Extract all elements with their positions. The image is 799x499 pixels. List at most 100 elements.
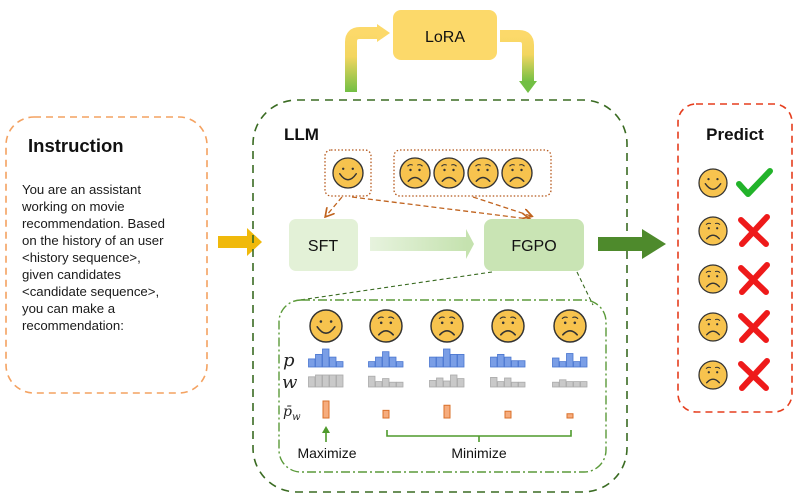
p-bar <box>315 353 323 368</box>
sad-face-icon <box>698 264 728 294</box>
w-bar <box>497 381 505 388</box>
p-bar <box>511 360 519 368</box>
pw-bar <box>566 413 574 419</box>
w-bar <box>559 379 567 388</box>
p-bar <box>457 353 465 368</box>
instruction-line: working on movie <box>22 199 125 214</box>
instruction-line: given candidates <box>22 267 121 282</box>
p-bar <box>389 356 397 368</box>
w-bar <box>443 380 451 388</box>
maximize-arrow <box>322 426 330 442</box>
w-bar <box>552 381 560 388</box>
p-bar <box>559 361 567 368</box>
p-bar <box>580 356 588 368</box>
w-bar <box>490 376 498 388</box>
predict-box <box>677 103 793 413</box>
p-bar <box>490 356 498 368</box>
w-bar <box>566 381 574 388</box>
p-bar <box>322 348 330 368</box>
p-bar <box>436 356 444 368</box>
p-bar <box>566 353 574 368</box>
sft-box <box>289 219 358 271</box>
w-bar <box>336 374 344 388</box>
instruction-text: You are an assistant working on movie re… <box>22 181 202 334</box>
smile-face-icon <box>698 168 728 198</box>
predict-title: Predict <box>706 125 764 144</box>
positive-to-fgpo-link <box>351 196 529 219</box>
w-bar <box>308 376 316 388</box>
w-bar <box>580 381 588 388</box>
p-bar <box>552 357 560 368</box>
p-bar <box>443 348 451 368</box>
p-bar <box>497 353 505 368</box>
sad-face-icon <box>369 309 403 343</box>
pw-bar <box>504 410 512 419</box>
predict-row <box>698 358 770 391</box>
instruction-title: Instruction <box>28 135 124 156</box>
w-bar <box>382 378 390 388</box>
sad-face-icon <box>698 360 728 390</box>
w-bar <box>511 381 519 388</box>
w-bar <box>573 381 581 388</box>
candidate-column <box>429 309 465 419</box>
minimize-label: Minimize <box>451 445 506 461</box>
input-arrow <box>218 228 262 256</box>
cross-icon <box>738 310 770 343</box>
row-label-p: p <box>283 350 295 371</box>
lora-box <box>393 10 497 60</box>
w-bar <box>329 374 337 388</box>
candidate-column <box>490 309 526 419</box>
row-label-pw: p̄w <box>283 404 301 423</box>
fgpo-box <box>484 219 584 271</box>
smile-face-icon <box>309 309 343 343</box>
sad-face-icon <box>501 157 533 189</box>
w-bar <box>518 381 526 388</box>
lora-in-arrow <box>345 24 390 92</box>
instruction-line: on the history of an user <box>22 233 164 248</box>
output-arrow <box>598 229 666 259</box>
fgpo-detail-panel <box>278 299 607 473</box>
candidate-column <box>552 309 588 419</box>
negative-to-fgpo-link <box>472 196 531 216</box>
llm-box <box>252 99 628 493</box>
pw-bar <box>382 409 390 419</box>
w-bar <box>457 378 465 388</box>
instruction-line: You are an assistant <box>22 182 142 197</box>
candidate-column <box>368 309 404 419</box>
p-bar <box>518 360 526 368</box>
w-bar <box>322 374 330 388</box>
pw-bar <box>322 400 330 419</box>
w-bar <box>315 374 323 388</box>
w-bar <box>429 379 437 388</box>
instruction-box <box>5 116 208 394</box>
candidate-column <box>308 309 344 419</box>
lora-out-arrow <box>500 30 537 93</box>
instruction-line: <candidate sequence>, <box>22 284 160 299</box>
predict-row <box>698 310 770 343</box>
sft-to-fgpo-arrow <box>370 229 474 259</box>
predict-row <box>698 262 770 295</box>
pw-bar <box>443 404 451 419</box>
sad-face-icon <box>698 312 728 342</box>
w-bar <box>436 377 444 388</box>
p-bar <box>329 356 337 368</box>
positive-to-sft-link <box>326 196 343 216</box>
check-icon <box>736 168 773 197</box>
cross-icon <box>738 358 770 391</box>
w-bar <box>368 375 376 388</box>
sad-face-icon <box>467 157 499 189</box>
instruction-line: <history sequence>, <box>22 250 141 265</box>
sad-face-icon <box>553 309 587 343</box>
p-bar <box>308 358 316 368</box>
sad-face-icon <box>433 157 465 189</box>
w-bar <box>396 381 404 388</box>
p-bar <box>429 356 437 368</box>
instruction-line: recommendation. Based <box>22 216 165 231</box>
smile-face-icon <box>332 157 364 189</box>
instruction-line: you can make a <box>22 301 116 316</box>
p-bar <box>336 361 344 368</box>
negative-sample-group <box>393 149 552 197</box>
w-bar <box>375 381 383 388</box>
sad-face-icon <box>430 309 464 343</box>
